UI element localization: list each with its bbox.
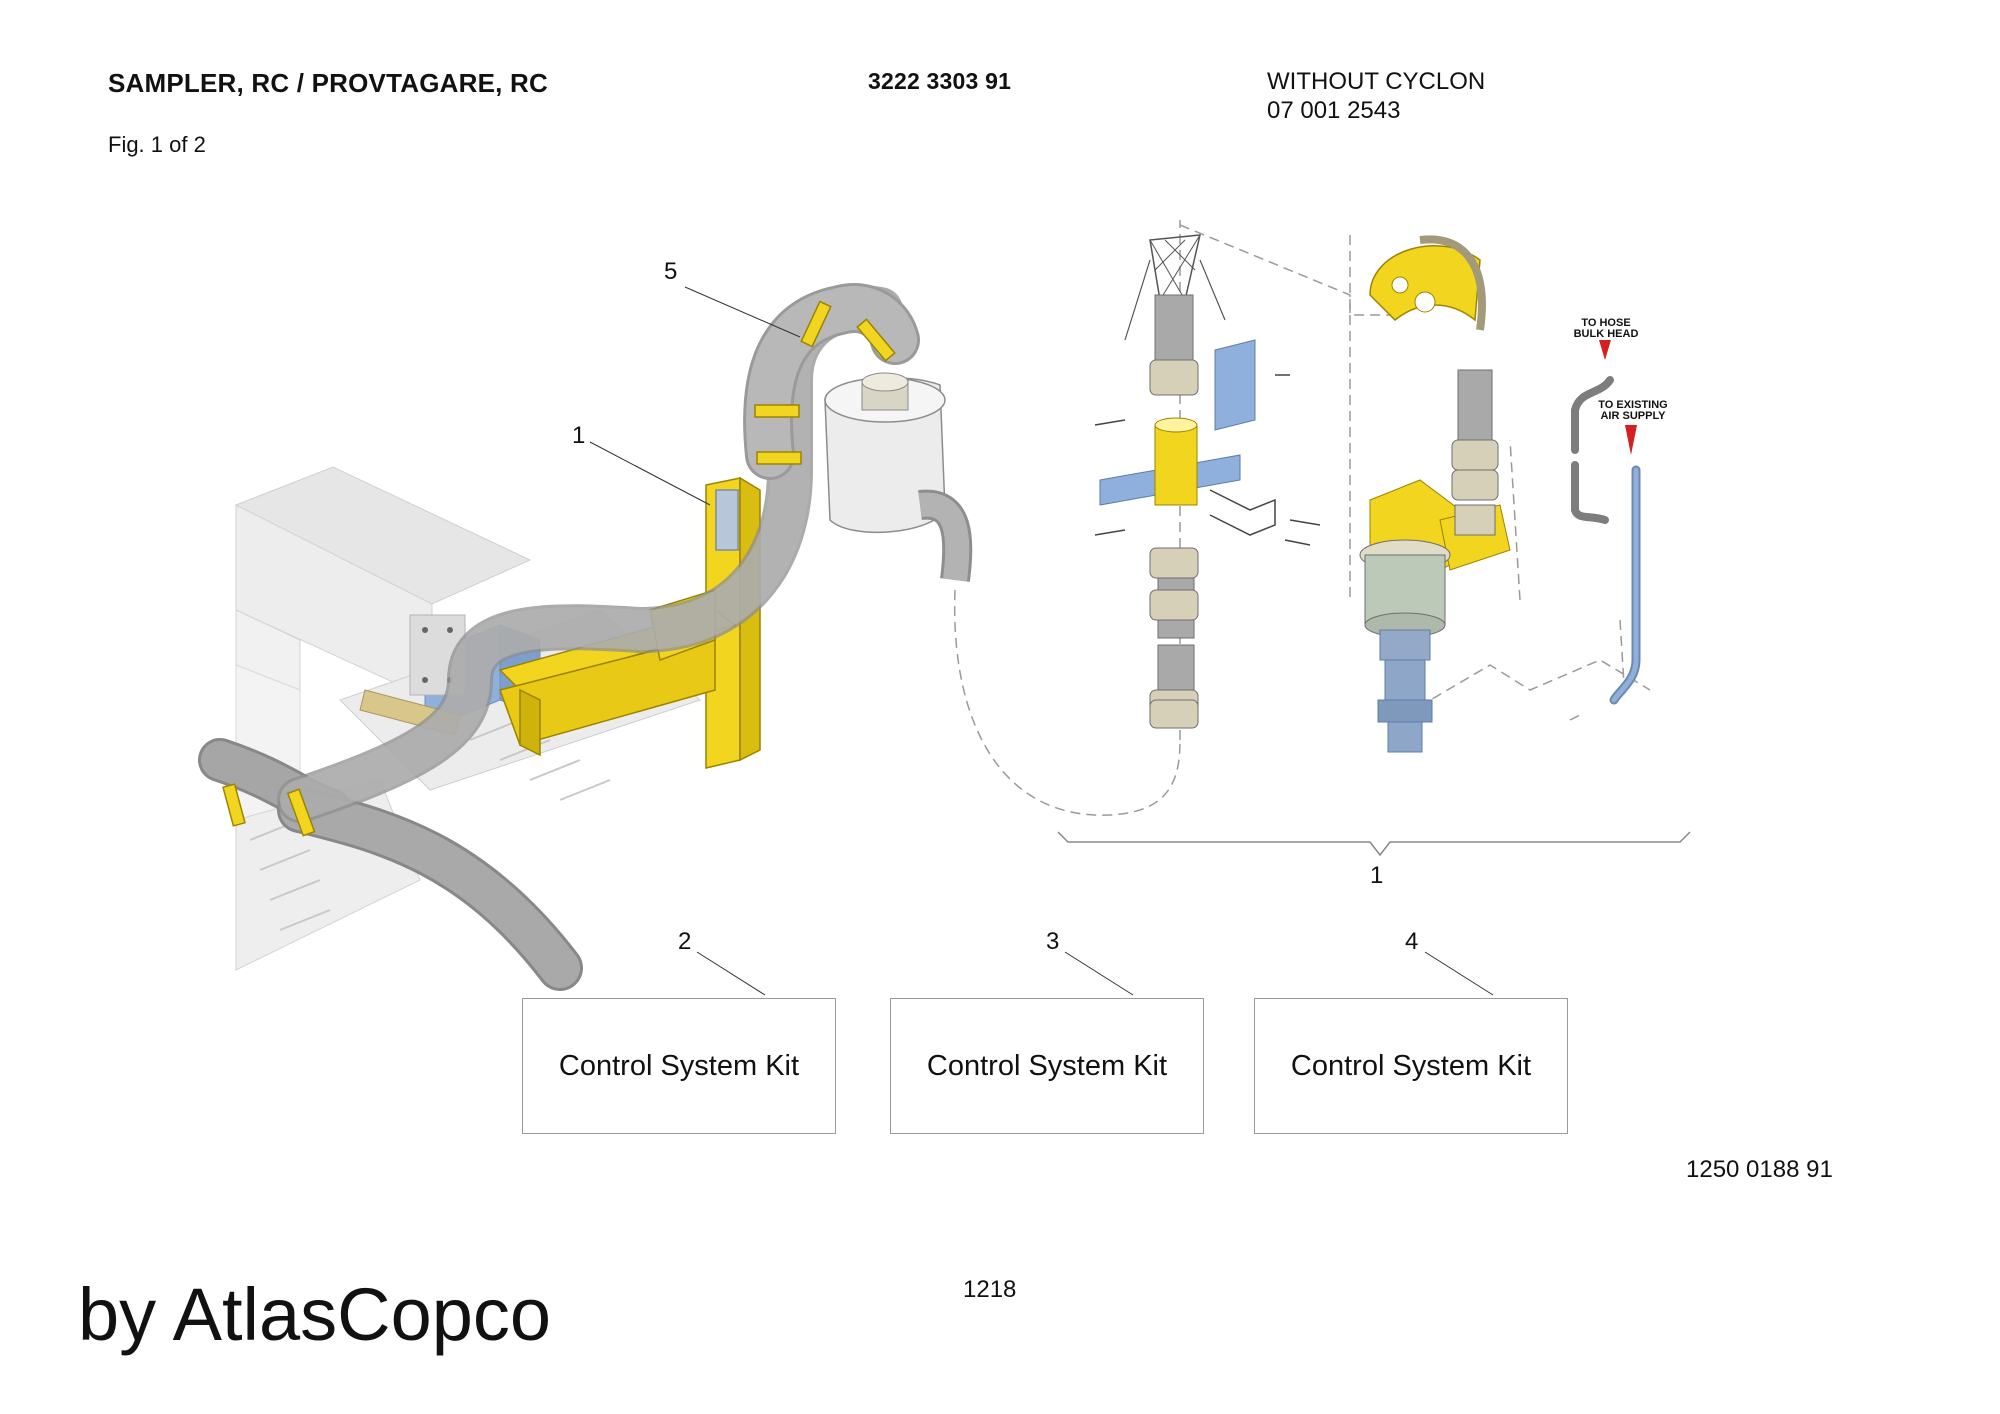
- hose-clamps: [222, 300, 896, 837]
- part-number: 3222 3303 91: [868, 68, 1012, 94]
- brand-watermark: by AtlasCopco: [78, 1273, 552, 1356]
- callout-4: 4: [1405, 928, 1419, 955]
- control-system-kit-2: Control System Kit: [522, 998, 836, 1134]
- air-supply-pipes: [1571, 376, 1641, 705]
- sampler-column-parts: [1094, 234, 1321, 729]
- document-title: SAMPLER, RC / PROVTAGARE, RC: [108, 68, 548, 98]
- splitter-assembly: [1359, 235, 1511, 753]
- group-bracket: [1057, 831, 1691, 857]
- to-hose-label: TO HOSE BULK HEAD: [1568, 318, 1644, 340]
- drawing-number: 1250 0188 91: [1686, 1156, 1833, 1183]
- leader-lines: [589, 286, 1494, 996]
- control-system-kit-3: Control System Kit: [890, 998, 1204, 1134]
- collector-canister: [824, 372, 973, 582]
- to-air-line1: TO EXISTING: [1598, 399, 1668, 411]
- callout-1-left: 1: [572, 422, 586, 449]
- to-air-line2: AIR SUPPLY: [1600, 410, 1666, 422]
- variant-code: 07 001 2543: [1267, 97, 1401, 124]
- to-hose-line2: BULK HEAD: [1573, 328, 1639, 340]
- callout-5: 5: [664, 258, 678, 285]
- variant-label: WITHOUT CYCLON: [1267, 68, 1486, 95]
- control-system-kit-4: Control System Kit: [1254, 998, 1568, 1134]
- kit-label: Control System Kit: [1290, 1049, 1532, 1082]
- page-number: 1218: [963, 1276, 1017, 1303]
- dashed-routing-lines: [953, 220, 1651, 816]
- to-air-label: TO EXISTING AIR SUPPLY: [1588, 400, 1678, 422]
- hose-marker-icon: [1599, 340, 1611, 360]
- kit-label: Control System Kit: [558, 1049, 800, 1082]
- kit-label: Control System Kit: [926, 1049, 1168, 1082]
- callout-3: 3: [1046, 928, 1060, 955]
- figure-label: Fig. 1 of 2: [108, 132, 206, 157]
- callout-2: 2: [678, 928, 692, 955]
- callout-1-bracket: 1: [1370, 862, 1384, 889]
- to-hose-line1: TO HOSE: [1581, 317, 1631, 329]
- air-marker-icon: [1625, 425, 1637, 455]
